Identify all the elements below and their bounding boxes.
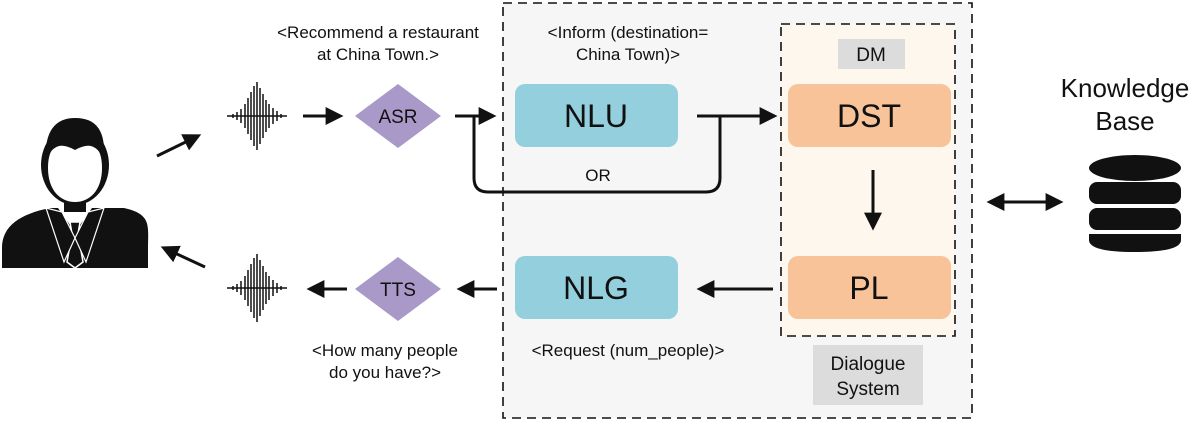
dst-box <box>788 84 951 147</box>
user-input-caption-line1: <Recommend a restaurant <box>277 23 479 42</box>
or-label: OR <box>585 166 611 185</box>
speech-to-user-arrow <box>160 245 206 269</box>
nlu-label: NLU <box>564 98 628 134</box>
knowledge-base-label-line1: Knowledge <box>1061 73 1190 103</box>
nlu-output-caption-line1: <Inform (destination= <box>548 23 709 42</box>
nlg-label: NLG <box>563 270 629 306</box>
nlu-box <box>515 84 678 147</box>
pl-box <box>788 256 951 319</box>
knowledge-base-label-line2: Base <box>1095 106 1154 136</box>
asr-diamond <box>355 84 441 148</box>
database-icon <box>1089 155 1181 252</box>
dm-label: DM <box>856 45 886 66</box>
nlg-input-caption: <Request (num_people)> <box>532 341 725 360</box>
system-output-caption-line1: <How many people <box>312 341 458 360</box>
dialogue-system-label-line2: System <box>836 379 899 400</box>
tts-diamond <box>355 257 441 321</box>
dst-label: DST <box>837 98 901 134</box>
dm-tag <box>838 39 905 69</box>
user-to-speech-arrow <box>156 134 202 158</box>
output-waveform-icon <box>226 253 288 323</box>
tts-label: TTS <box>380 280 416 301</box>
pl-label: PL <box>849 270 888 306</box>
nlg-box <box>515 256 678 319</box>
dialogue-system-label-line1: Dialogue <box>831 354 906 375</box>
user-input-caption-line2: at China Town.> <box>317 45 439 64</box>
or-bypass-path <box>472 116 722 194</box>
user-icon <box>2 118 149 269</box>
nlu-output-caption-line2: China Town)> <box>576 45 680 64</box>
input-waveform-icon <box>226 81 288 151</box>
system-output-caption-line2: do you have?> <box>329 363 441 382</box>
asr-label: ASR <box>378 107 417 128</box>
dialogue-system-tag <box>813 345 923 405</box>
